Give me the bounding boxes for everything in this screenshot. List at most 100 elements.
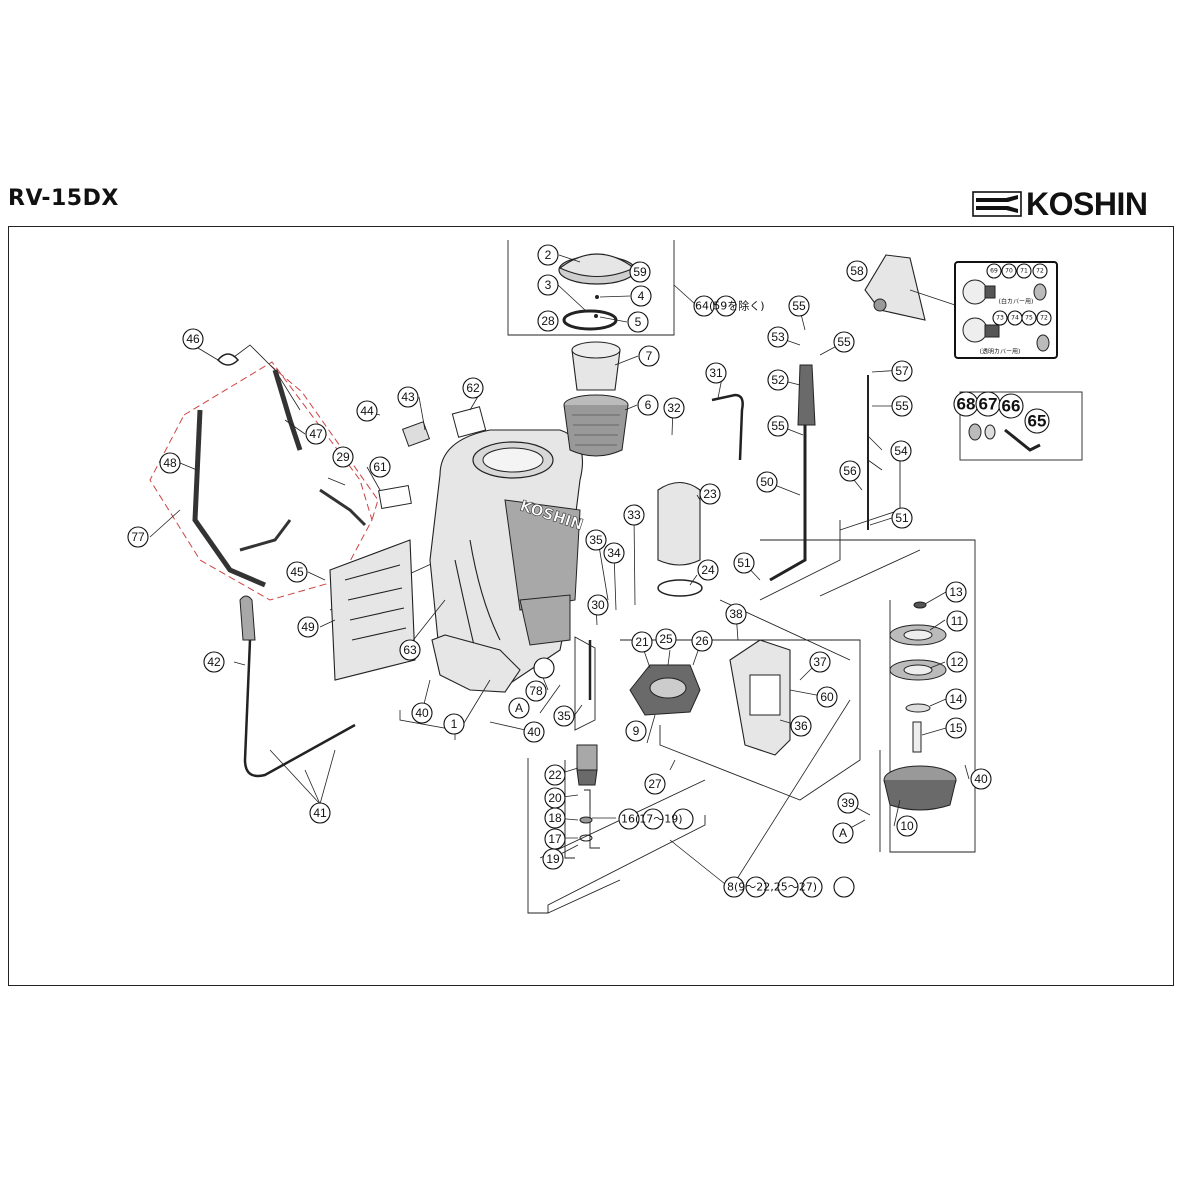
- part-balloon-36[interactable]: 36: [790, 715, 812, 737]
- assembly-note-16[interactable]: 16(17～19): [618, 808, 694, 830]
- part-balloon-28[interactable]: 28: [537, 310, 559, 332]
- part-balloon-37[interactable]: 37: [809, 651, 831, 673]
- assembly-note-64[interactable]: 64(59を除く): [693, 295, 765, 317]
- part-balloon-44[interactable]: 44: [356, 400, 378, 422]
- part-balloon-55a[interactable]: 55: [788, 295, 810, 317]
- part-balloon-59[interactable]: 59: [629, 261, 651, 283]
- nozzle-balloons: 69 70 71 72 73 74 75 72: [986, 263, 1052, 326]
- part-balloon-57[interactable]: 57: [891, 360, 913, 382]
- part-balloon-78[interactable]: [533, 657, 555, 679]
- part-balloon-58[interactable]: 58: [846, 260, 868, 282]
- part-balloon-19[interactable]: 19: [542, 848, 564, 870]
- part-balloon-17[interactable]: 17: [544, 828, 566, 850]
- part-balloon-65[interactable]: 65: [1024, 408, 1050, 434]
- part-balloon-30[interactable]: 30: [587, 594, 609, 616]
- part-balloon-43[interactable]: 43: [397, 386, 419, 408]
- part-balloon-53[interactable]: 53: [767, 326, 789, 348]
- svg-text:44: 44: [360, 404, 374, 418]
- part-balloon-51b[interactable]: 51: [891, 507, 913, 529]
- part-balloon-73[interactable]: 73: [992, 310, 1008, 326]
- svg-text:69: 69: [990, 268, 998, 275]
- part-balloon-40a[interactable]: 40: [411, 702, 433, 724]
- part-balloon-69[interactable]: 69: [986, 263, 1002, 279]
- part-balloon-56[interactable]: 56: [839, 460, 861, 482]
- part-balloon-3[interactable]: 3: [537, 274, 559, 296]
- part-balloon-35b[interactable]: 35: [553, 705, 575, 727]
- part-balloon-10[interactable]: 10: [896, 815, 918, 837]
- part-balloon-75[interactable]: 75: [1021, 310, 1037, 326]
- part-balloon-26[interactable]: 26: [691, 630, 713, 652]
- part-balloon-20[interactable]: 20: [544, 787, 566, 809]
- part-balloons: 1 2 3 4 5 6 7 9 10 11 12 13 14 15 17 18 …: [127, 244, 1050, 870]
- part-balloon-71[interactable]: 71: [1016, 263, 1032, 279]
- part-balloon-42[interactable]: 42: [203, 651, 225, 673]
- part-balloon-62[interactable]: 62: [462, 377, 484, 399]
- part-balloon-66[interactable]: 66: [998, 393, 1024, 419]
- part-balloon-63[interactable]: 63: [399, 639, 421, 661]
- part-balloon-46[interactable]: 46: [182, 328, 204, 350]
- part-balloon-32[interactable]: 32: [663, 397, 685, 419]
- part-balloon-55c[interactable]: 55: [767, 415, 789, 437]
- part-balloon-14[interactable]: 14: [945, 688, 967, 710]
- part-balloon-29[interactable]: 29: [332, 446, 354, 468]
- svg-text:A: A: [839, 826, 847, 840]
- part-balloon-22[interactable]: 22: [544, 764, 566, 786]
- part-balloon-7[interactable]: 7: [638, 345, 660, 367]
- part-balloon-2[interactable]: 2: [537, 244, 559, 266]
- part-balloon-34[interactable]: 34: [603, 542, 625, 564]
- part-balloon-40c[interactable]: 40: [970, 768, 992, 790]
- part-balloon-1[interactable]: 1: [443, 713, 465, 735]
- part-balloon-31[interactable]: 31: [705, 362, 727, 384]
- part-balloon-4[interactable]: 4: [630, 285, 652, 307]
- part-balloon-35a[interactable]: 35: [585, 529, 607, 551]
- part-balloon-15[interactable]: 15: [945, 717, 967, 739]
- part-balloon-27[interactable]: 27: [644, 773, 666, 795]
- part-balloon-70[interactable]: 70: [1001, 263, 1017, 279]
- part-balloon-13[interactable]: 13: [945, 581, 967, 603]
- part-balloon-40b[interactable]: 40: [523, 721, 545, 743]
- part-balloon-76[interactable]: 77: [127, 526, 149, 548]
- part-balloon-48[interactable]: 48: [159, 452, 181, 474]
- svg-text:55: 55: [837, 335, 851, 349]
- callout-a-top[interactable]: A: [508, 697, 530, 719]
- part-balloon-67[interactable]: 67: [975, 391, 1001, 417]
- assembly-note-8[interactable]: 8(9～22,25～27): [723, 876, 855, 898]
- part-balloon-23[interactable]: 23: [699, 483, 721, 505]
- svg-text:59: 59: [633, 265, 647, 279]
- part-balloon-77[interactable]: 78: [525, 680, 547, 702]
- part-balloon-38[interactable]: 38: [725, 603, 747, 625]
- part-balloon-60[interactable]: 60: [816, 686, 838, 708]
- part-balloon-74[interactable]: 74: [1007, 310, 1023, 326]
- part-balloon-41[interactable]: 41: [309, 802, 331, 824]
- part-balloon-52[interactable]: 52: [767, 369, 789, 391]
- svg-text:51: 51: [895, 511, 909, 525]
- part-balloon-5[interactable]: 5: [627, 311, 649, 333]
- part-balloon-39[interactable]: 39: [837, 792, 859, 814]
- part-balloon-68[interactable]: 68: [953, 391, 979, 417]
- part-balloon-61[interactable]: 61: [369, 456, 391, 478]
- part-balloon-25[interactable]: 25: [655, 628, 677, 650]
- part-balloon-33[interactable]: 33: [623, 504, 645, 526]
- part-balloon-72b[interactable]: 72: [1036, 310, 1052, 326]
- brand-logo: KOSHIN: [972, 186, 1148, 222]
- part-balloon-54[interactable]: 54: [890, 440, 912, 462]
- part-balloon-72a[interactable]: 72: [1032, 263, 1048, 279]
- svg-text:8(9～22,25～27): 8(9～22,25～27): [727, 881, 817, 894]
- part-balloon-51a[interactable]: 51: [733, 552, 755, 574]
- nozzle-parts: [962, 279, 1050, 452]
- part-balloon-45[interactable]: 45: [286, 561, 308, 583]
- part-balloon-49[interactable]: 49: [297, 616, 319, 638]
- part-balloon-12[interactable]: 12: [946, 651, 968, 673]
- part-balloon-9[interactable]: 9: [625, 720, 647, 742]
- part-balloon-6[interactable]: 6: [637, 394, 659, 416]
- part-balloon-24[interactable]: 24: [697, 559, 719, 581]
- part-balloon-18[interactable]: 18: [544, 807, 566, 829]
- part-balloon-55b[interactable]: 55: [833, 331, 855, 353]
- callout-a-bottom[interactable]: A: [832, 822, 854, 844]
- part-balloon-11[interactable]: 11: [946, 610, 968, 632]
- part-balloon-50[interactable]: 50: [756, 471, 778, 493]
- svg-text:3: 3: [545, 278, 552, 292]
- part-balloon-55d[interactable]: 55: [891, 395, 913, 417]
- part-balloon-47[interactable]: 47: [305, 423, 327, 445]
- part-balloon-21[interactable]: 21: [631, 631, 653, 653]
